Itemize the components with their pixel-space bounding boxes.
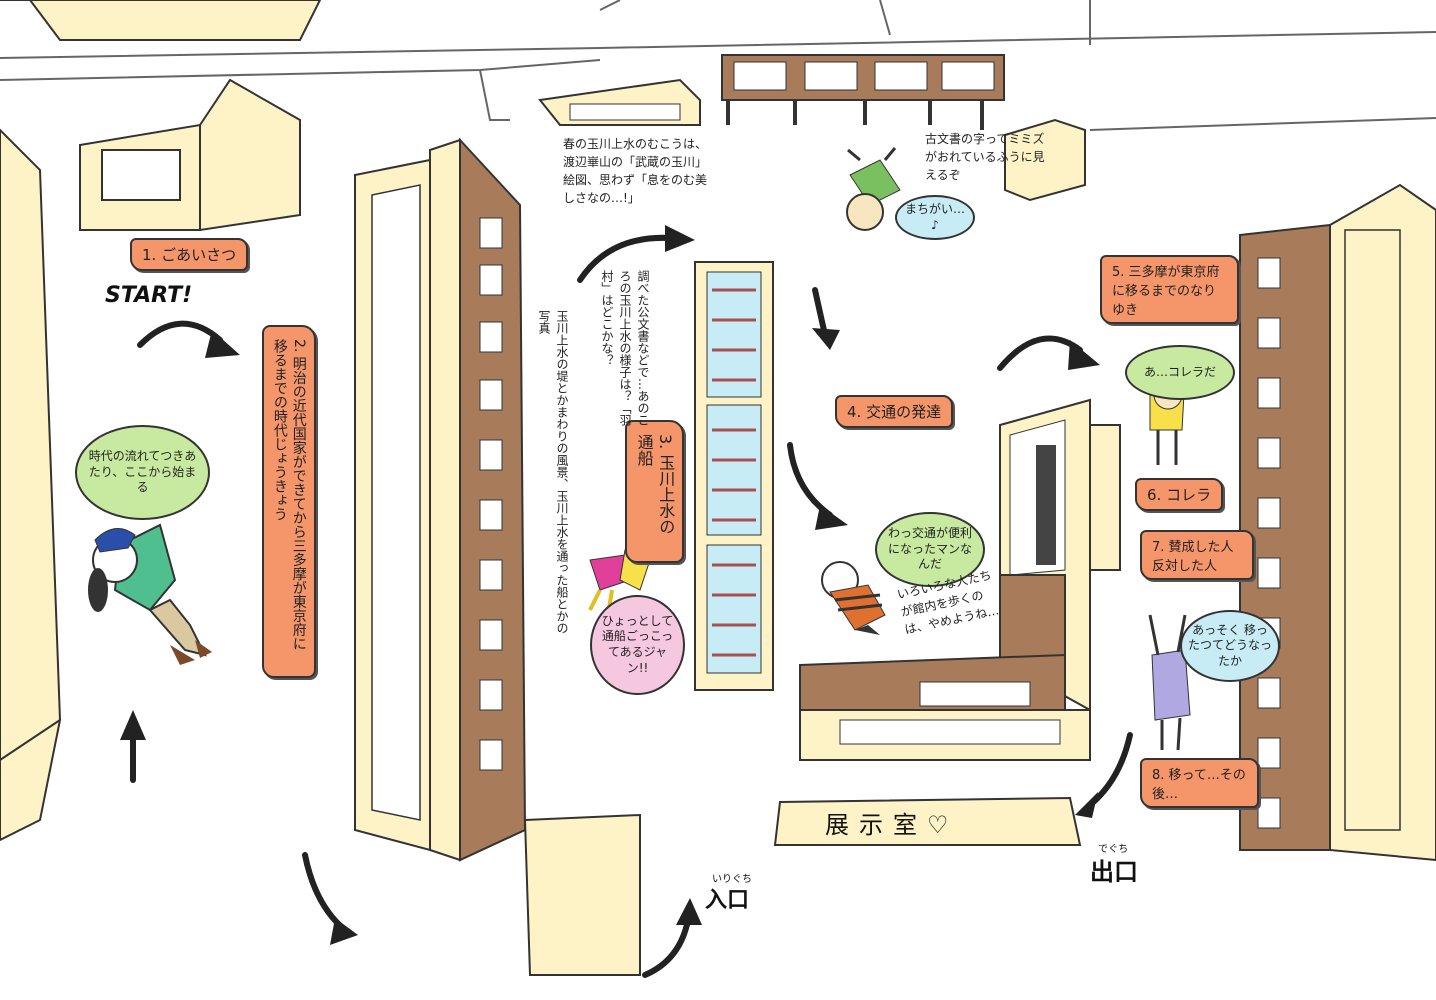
section-7-label[interactable]: 7. 賛成した人 反対した人 — [1140, 530, 1254, 580]
note-tamagawa-spring: 春の玉川上水のむこうは、渡辺崋山の「武蔵の玉川」絵図、思わず「息をのむ美しさなの… — [563, 137, 708, 205]
dog-character — [88, 523, 212, 665]
section-1-label[interactable]: 1. ごあいさつ — [130, 238, 249, 271]
section-2-label[interactable]: 2. 明治の近代国家ができてから三多摩が東京府に移るまでの時代じょうきょう — [262, 325, 316, 678]
cow-speech-bubble: わっ交通が便利になったマンなんだ — [875, 512, 985, 587]
note-research: 調べた公文書などで…あのころの玉川上水の様子は？「羽村」はどこかな？ — [600, 270, 650, 426]
section-6-label[interactable]: 6. コレラ — [1135, 478, 1224, 511]
kid-speech-bubble: まちがい…♪ — [895, 195, 975, 240]
start-marker: START! — [105, 283, 193, 308]
dog-speech-bubble: 時代の流れてつきあたり、ここから始まる — [75, 425, 210, 520]
entrance-ruby: いりぐち — [712, 874, 752, 885]
note-old-documents: 古文書の字ってミミズがおれているふうに見えるぞ — [925, 132, 1045, 182]
photo-case-center — [694, 261, 774, 691]
section-3-label[interactable]: 3. 玉川上水の通船 — [625, 420, 685, 563]
note-tamagawa-photos: 玉川上水の堤とかまわりの風景、玉川上水を通った船とかの写真 — [537, 310, 569, 634]
section-5-label[interactable]: 5. 三多摩が東京府に移るまでのなりゆき — [1100, 255, 1239, 324]
diorama-case-top — [538, 78, 701, 126]
section-8-label[interactable]: 8. 移って…その後… — [1140, 758, 1259, 808]
l-shaped-display — [799, 398, 1121, 761]
kid-character — [846, 147, 901, 231]
cow-character — [821, 561, 886, 635]
exhibition-room-sign: 展示室♡ — [825, 811, 959, 839]
exit-marker: 出口 — [1090, 858, 1138, 886]
rabbit-character — [1148, 614, 1191, 751]
right-wall-display — [1239, 183, 1436, 862]
cat-speech-bubble: あ…コレラだ — [1125, 345, 1235, 400]
entrance-marker: 入口 — [705, 888, 750, 913]
section-4-label[interactable]: 4. 交通の発達 — [835, 395, 954, 428]
exhibition-sign-box — [773, 796, 1082, 846]
document-table — [721, 54, 1005, 130]
rabbit-speech-bubble: あっそく 移ったつてどうなったか — [1180, 610, 1280, 682]
exit-ruby: でぐち — [1098, 844, 1129, 855]
greeting-board — [79, 78, 301, 232]
girl-speech-bubble: ひょっとして通船ごっこってあるジャン!! — [590, 595, 685, 695]
display-case-left — [354, 137, 641, 976]
